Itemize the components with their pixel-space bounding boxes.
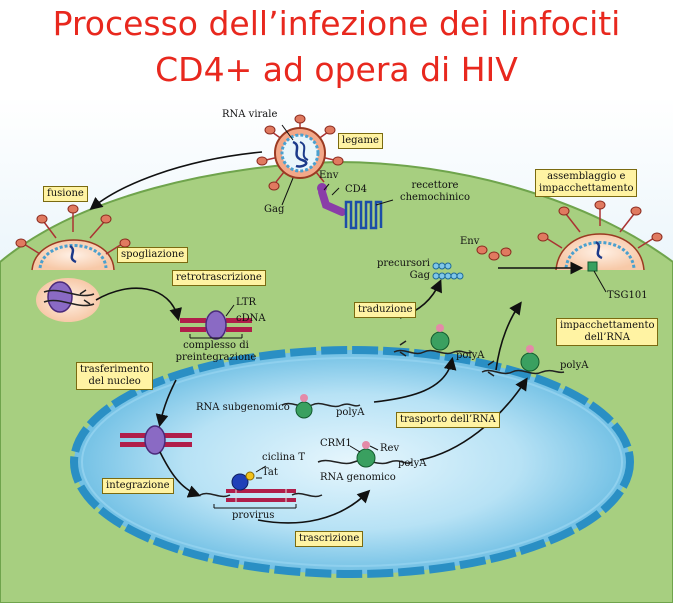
label-polya-genomico: polyA (398, 458, 427, 469)
step-spogliazione: spogliazione (117, 247, 189, 263)
step-trasferimento-nucleo: trasferimento del nucleo (76, 362, 154, 390)
step-retrotrascrizione: retrotrascrizione (172, 270, 266, 286)
ribosome-translation (393, 324, 473, 357)
label-complesso-preintegrazione: complesso di preintegrazione (170, 340, 262, 364)
label-tsg101: TSG101 (607, 290, 648, 301)
virion-budding (537, 200, 663, 293)
step-assemblaggio-line-2: impacchettamento (539, 183, 634, 194)
virion-fusion (15, 204, 131, 271)
label-polya-subgenomico: polyA (336, 407, 365, 418)
label-rna-genomico: RNA genomico (320, 472, 396, 483)
label-ltr: LTR (236, 297, 257, 308)
label-env-cytoplasm: Env (460, 236, 480, 247)
provirus (199, 465, 323, 509)
label-provirus: provirus (232, 510, 275, 521)
step-trascrizione: trascrizione (295, 531, 364, 547)
preintegration-complex (180, 304, 252, 340)
label-complesso-line-1: complesso di (183, 340, 249, 351)
label-crm1: CRM1 (320, 438, 352, 449)
step-traduzione: traduzione (354, 302, 417, 318)
label-env: Env (319, 170, 339, 181)
page-title-line-1: Processo dell’infezione dei linfociti (52, 4, 621, 43)
env-proteins (476, 245, 512, 261)
label-ciclina-t: ciclina T (262, 452, 306, 463)
step-assemblaggio: assemblaggio e impacchettamento (535, 169, 638, 197)
rna-genomic (317, 441, 413, 468)
nuclear-complex (120, 425, 192, 455)
step-impacchettamento-rna: impacchettamento dell’RNA (556, 318, 659, 346)
step-integrazione: integrazione (102, 478, 174, 494)
step-assemblaggio-line-1: assemblaggio e (547, 171, 626, 182)
label-precursori-line-2: Gag (409, 270, 430, 281)
rna-cytoplasm-right (481, 345, 565, 377)
label-polya-right: polyA (560, 360, 589, 371)
step-trasferimento-line-2: del nucleo (88, 376, 141, 387)
step-fusione: fusione (43, 186, 88, 202)
uncoating-complex (36, 278, 100, 322)
label-precursori-gag: precursori Gag (366, 258, 430, 282)
label-complesso-line-2: preintegrazione (175, 352, 257, 363)
label-rna-subgenomico: RNA subgenomico (196, 402, 290, 413)
step-legame: legame (338, 133, 383, 149)
page-title-line-2: CD4+ ad opera di HIV (155, 50, 518, 89)
label-recettore-line-1: recettore (411, 180, 459, 191)
label-rev: Rev (380, 443, 400, 454)
label-cdna: cDNA (236, 313, 266, 324)
virion-binding (256, 114, 383, 230)
gag-precursors (432, 262, 464, 280)
step-trasferimento-line-1: trasferimento (80, 364, 150, 375)
step-impacchettamento-line-2: dell’RNA (584, 332, 630, 343)
label-cd4: CD4 (345, 184, 368, 195)
label-polya-traduzione: polyA (456, 350, 485, 361)
step-impacchettamento-line-1: impacchettamento (560, 320, 655, 331)
label-precursori-line-1: precursori (376, 258, 430, 269)
label-gag: Gag (264, 204, 285, 215)
label-recettore-chemochinico: recettore chemochinico (390, 180, 480, 204)
step-trasporto-rna: trasporto dell’RNA (396, 412, 500, 428)
label-rna-virale: RNA virale (222, 109, 278, 120)
label-recettore-line-2: chemochinico (400, 192, 470, 203)
label-tat: Tat (262, 467, 278, 478)
rna-subgenomic (281, 394, 361, 419)
